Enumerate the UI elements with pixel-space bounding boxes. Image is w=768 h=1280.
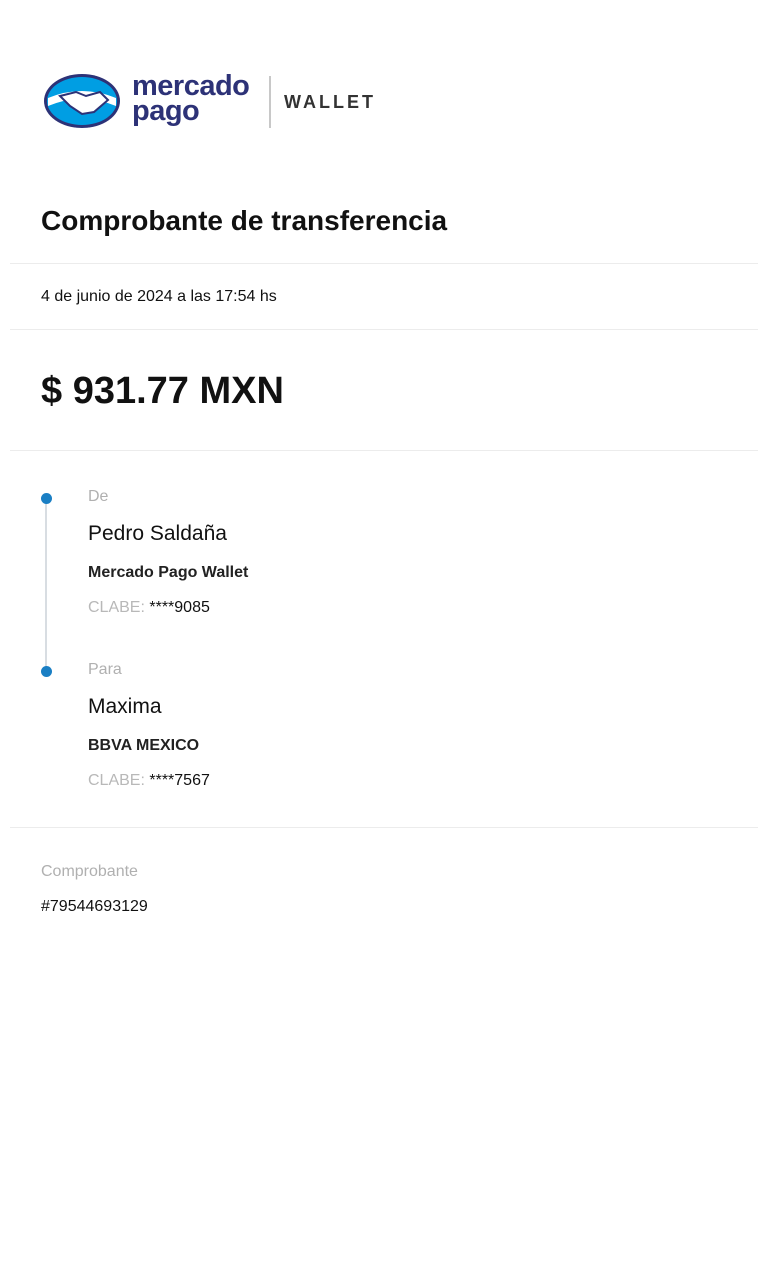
to-clabe: CLABE: ****7567 — [88, 772, 210, 790]
transfer-amount: $ 931.77 MXN — [41, 370, 284, 412]
divider — [10, 263, 758, 264]
from-bank: Mercado Pago Wallet — [88, 564, 249, 581]
handshake-logo-icon — [44, 74, 120, 128]
clabe-label: CLABE: — [88, 772, 145, 789]
clabe-value: ****7567 — [149, 772, 210, 789]
to-name: Maxima — [88, 695, 162, 718]
receipt-number: #79544693129 — [41, 898, 148, 915]
product-label: WALLET — [284, 92, 376, 112]
clabe-value: ****9085 — [149, 599, 210, 616]
brand-name: mercado pago — [132, 70, 250, 127]
timeline-dot-to — [41, 666, 52, 677]
mercado-pago-wallet-logo: mercado pago WALLET — [42, 72, 382, 132]
logo-divider — [269, 76, 271, 128]
timeline-line — [45, 498, 47, 671]
to-label: Para — [88, 661, 122, 678]
clabe-label: CLABE: — [88, 599, 145, 616]
brand-line1: mercado — [132, 70, 250, 102]
divider — [10, 827, 758, 828]
transfer-date: 4 de junio de 2024 a las 17:54 hs — [41, 288, 277, 305]
to-bank: BBVA MEXICO — [88, 737, 200, 754]
timeline-dot-from — [41, 493, 52, 504]
from-name: Pedro Saldaña — [88, 522, 227, 545]
brand-line2: pago — [132, 95, 200, 127]
page-title: Comprobante de transferencia — [41, 205, 448, 236]
from-label: De — [88, 488, 109, 505]
divider — [10, 450, 758, 451]
receipt-label: Comprobante — [41, 863, 138, 880]
divider — [10, 329, 758, 330]
from-clabe: CLABE: ****9085 — [88, 599, 210, 617]
